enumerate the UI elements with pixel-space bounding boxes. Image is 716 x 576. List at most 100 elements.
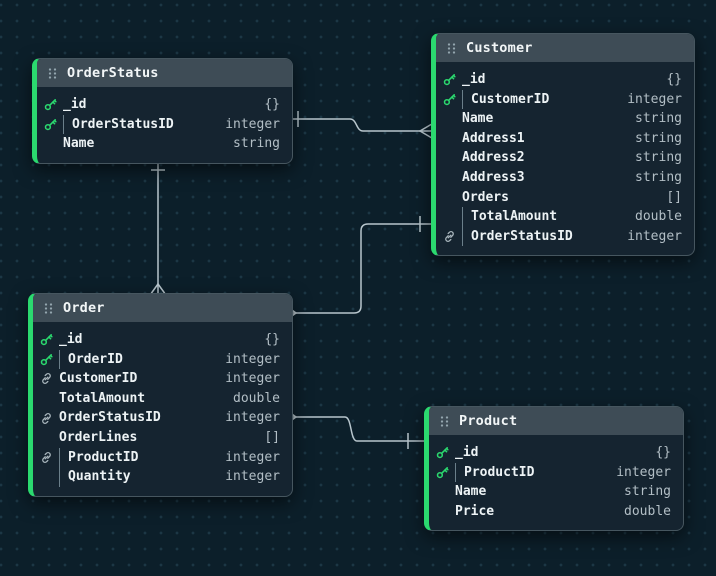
field-type: double — [233, 390, 280, 406]
indent-guide — [455, 462, 456, 483]
field-row-orderstatusid[interactable]: OrderStatusID integer — [436, 226, 694, 247]
key-icon — [40, 353, 53, 366]
field-row-_id[interactable]: _id{} — [37, 95, 292, 115]
drag-handle-icon[interactable] — [440, 415, 449, 428]
field-type: {} — [264, 97, 280, 112]
crowfoot-many-marker — [419, 123, 432, 139]
table-header[interactable]: Order — [33, 294, 292, 322]
field-row-_id[interactable]: _id {} — [33, 330, 292, 350]
icon-cell-empty — [40, 392, 53, 405]
field-row-_id[interactable]: _id{} — [429, 443, 683, 463]
field-row-orderlines[interactable]: OrderLines[] — [33, 428, 292, 448]
relationship-OrderStatus-Customer — [286, 111, 432, 139]
field-name: Orders — [462, 189, 509, 205]
field-row-orders[interactable]: Orders [] — [436, 188, 694, 208]
icon-cell-empty — [443, 171, 456, 184]
field-name: _id — [59, 332, 83, 347]
field-name: CustomerID — [59, 371, 138, 387]
field-name: ProductID — [464, 464, 535, 480]
link-icon-cell — [40, 372, 53, 385]
field-row-customerid[interactable]: CustomerID integer — [33, 369, 292, 389]
field-name: Address2 — [462, 150, 525, 166]
field-type: integer — [225, 371, 280, 387]
table-title: Customer — [466, 40, 533, 56]
field-name: OrderStatusID — [59, 410, 161, 426]
field-name: OrderStatusID — [471, 228, 573, 244]
field-row-totalamount[interactable]: TotalAmount double — [436, 207, 694, 227]
key-icon — [40, 334, 53, 346]
key-icon-cell — [443, 73, 456, 86]
field-type: {} — [666, 72, 682, 87]
field-name: OrderStatusID — [72, 116, 174, 132]
key-icon-cell — [44, 118, 57, 131]
field-type: integer — [225, 116, 280, 132]
table-header[interactable]: Customer — [436, 34, 694, 62]
icon-cell-empty — [40, 470, 53, 483]
key-icon — [443, 93, 456, 106]
drag-handle-icon[interactable] — [447, 42, 456, 55]
key-icon-cell — [436, 446, 449, 459]
link-icon-cell — [40, 412, 53, 425]
field-row-_id[interactable]: _id {} — [436, 70, 694, 90]
drag-handle-icon[interactable] — [48, 67, 57, 80]
link-icon — [42, 412, 51, 424]
drag-handle-icon[interactable] — [44, 302, 53, 315]
relationship-edge[interactable] — [286, 118, 421, 132]
table-title: OrderStatus — [67, 65, 159, 81]
indent-guide — [462, 89, 463, 110]
relationship-edge[interactable] — [295, 416, 425, 442]
field-row-orderstatusid[interactable]: OrderStatusID integer — [37, 114, 292, 135]
icon-cell-empty — [443, 210, 456, 223]
icon-cell-empty — [443, 191, 456, 204]
field-name: CustomerID — [471, 91, 550, 107]
field-type: double — [635, 209, 682, 225]
icon-cell-empty — [443, 112, 456, 125]
field-name: Name — [455, 484, 487, 500]
field-name: Name — [63, 136, 95, 152]
key-icon-cell — [443, 93, 456, 106]
field-type: [] — [666, 189, 682, 205]
table-header[interactable]: OrderStatus — [37, 59, 292, 87]
key-icon — [436, 447, 449, 459]
field-type: {} — [264, 332, 280, 347]
field-type: {} — [655, 445, 671, 460]
field-name: TotalAmount — [471, 209, 558, 225]
field-name: TotalAmount — [59, 390, 146, 406]
field-type: integer — [627, 228, 682, 244]
crowfoot-many-marker — [150, 283, 166, 294]
field-row-totalamount[interactable]: TotalAmount double — [33, 389, 292, 409]
indent-guide — [59, 447, 60, 468]
indent-guide — [59, 467, 60, 487]
key-icon-cell — [40, 353, 53, 366]
field-row-productid[interactable]: ProductID integer — [33, 447, 292, 468]
indent-guide — [63, 114, 64, 135]
relationship-edge[interactable] — [295, 223, 432, 314]
indent-guide — [462, 207, 463, 227]
table-header[interactable]: Product — [429, 407, 683, 435]
field-type: integer — [225, 449, 280, 465]
field-name: _id — [462, 72, 486, 87]
relationship-Product-Order — [286, 409, 425, 449]
field-name: ProductID — [68, 449, 139, 465]
icon-cell-empty — [44, 137, 57, 150]
indent-guide — [462, 226, 463, 247]
